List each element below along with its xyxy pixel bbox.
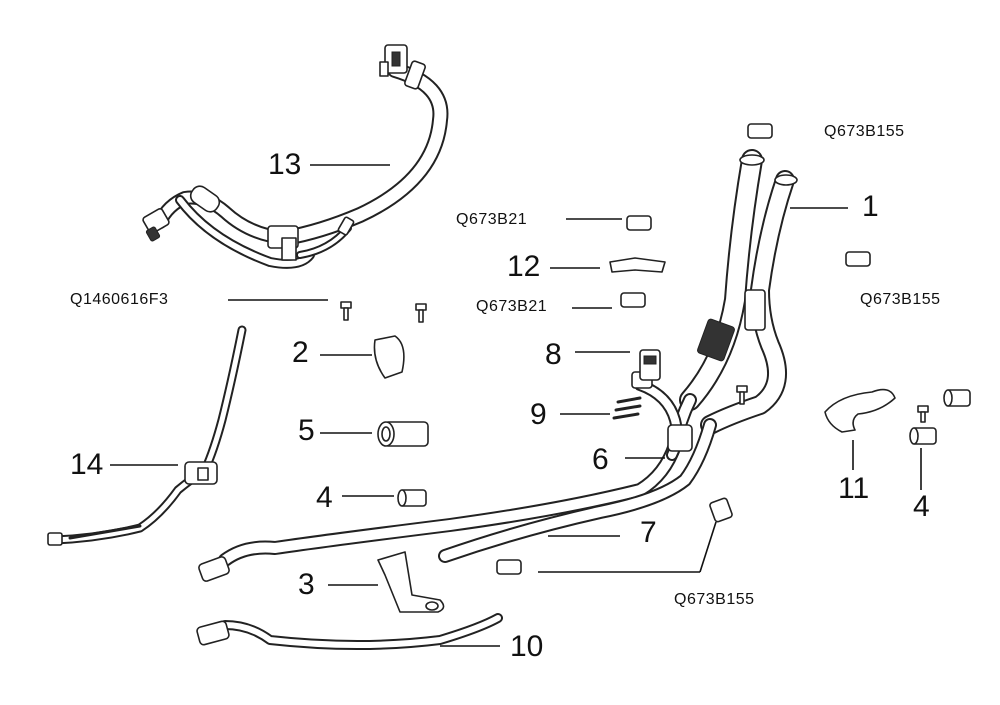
part-10-pipe xyxy=(196,613,503,650)
callout-3: 3 xyxy=(298,568,315,601)
callout-6: 6 xyxy=(592,443,609,476)
hose-clamps xyxy=(496,123,871,575)
part-11-bracket xyxy=(824,388,896,433)
callout-4-left: 4 xyxy=(316,481,333,514)
part-9-seals xyxy=(612,396,642,420)
callout-8: 8 xyxy=(545,338,562,371)
code-q673b21-mid: Q673B21 xyxy=(476,298,548,315)
callout-12: 12 xyxy=(507,250,541,283)
code-q673b155-top: Q673B155 xyxy=(824,123,905,140)
code-q673b155-bottom: Q673B155 xyxy=(674,591,755,608)
part-13-hose-assembly xyxy=(142,44,449,269)
code-q1460616f3: Q1460616F3 xyxy=(70,291,169,308)
callout-4-right: 4 xyxy=(913,490,930,523)
callout-2: 2 xyxy=(292,336,309,369)
part-6-7-pipes xyxy=(198,371,717,582)
part-2-clip xyxy=(373,335,405,379)
callout-14: 14 xyxy=(70,448,104,481)
part-8-fitting xyxy=(639,349,661,381)
leader-lines xyxy=(110,164,922,647)
code-q673b21-top: Q673B21 xyxy=(456,211,528,228)
callout-13: 13 xyxy=(268,148,302,181)
part-5-sleeve xyxy=(377,421,429,447)
part-14-hose xyxy=(47,325,247,546)
part-12-clip xyxy=(609,257,666,273)
bolts xyxy=(340,301,929,423)
code-q673b155-right: Q673B155 xyxy=(860,291,941,308)
part-1-pipe xyxy=(679,149,798,435)
callout-9: 9 xyxy=(530,398,547,431)
callout-1: 1 xyxy=(862,190,879,223)
callout-10: 10 xyxy=(510,630,544,663)
part-3-bracket xyxy=(377,551,445,613)
callout-11: 11 xyxy=(838,472,870,505)
part-4-bushings xyxy=(397,389,971,507)
callout-7: 7 xyxy=(640,516,657,549)
callout-5: 5 xyxy=(298,414,315,447)
